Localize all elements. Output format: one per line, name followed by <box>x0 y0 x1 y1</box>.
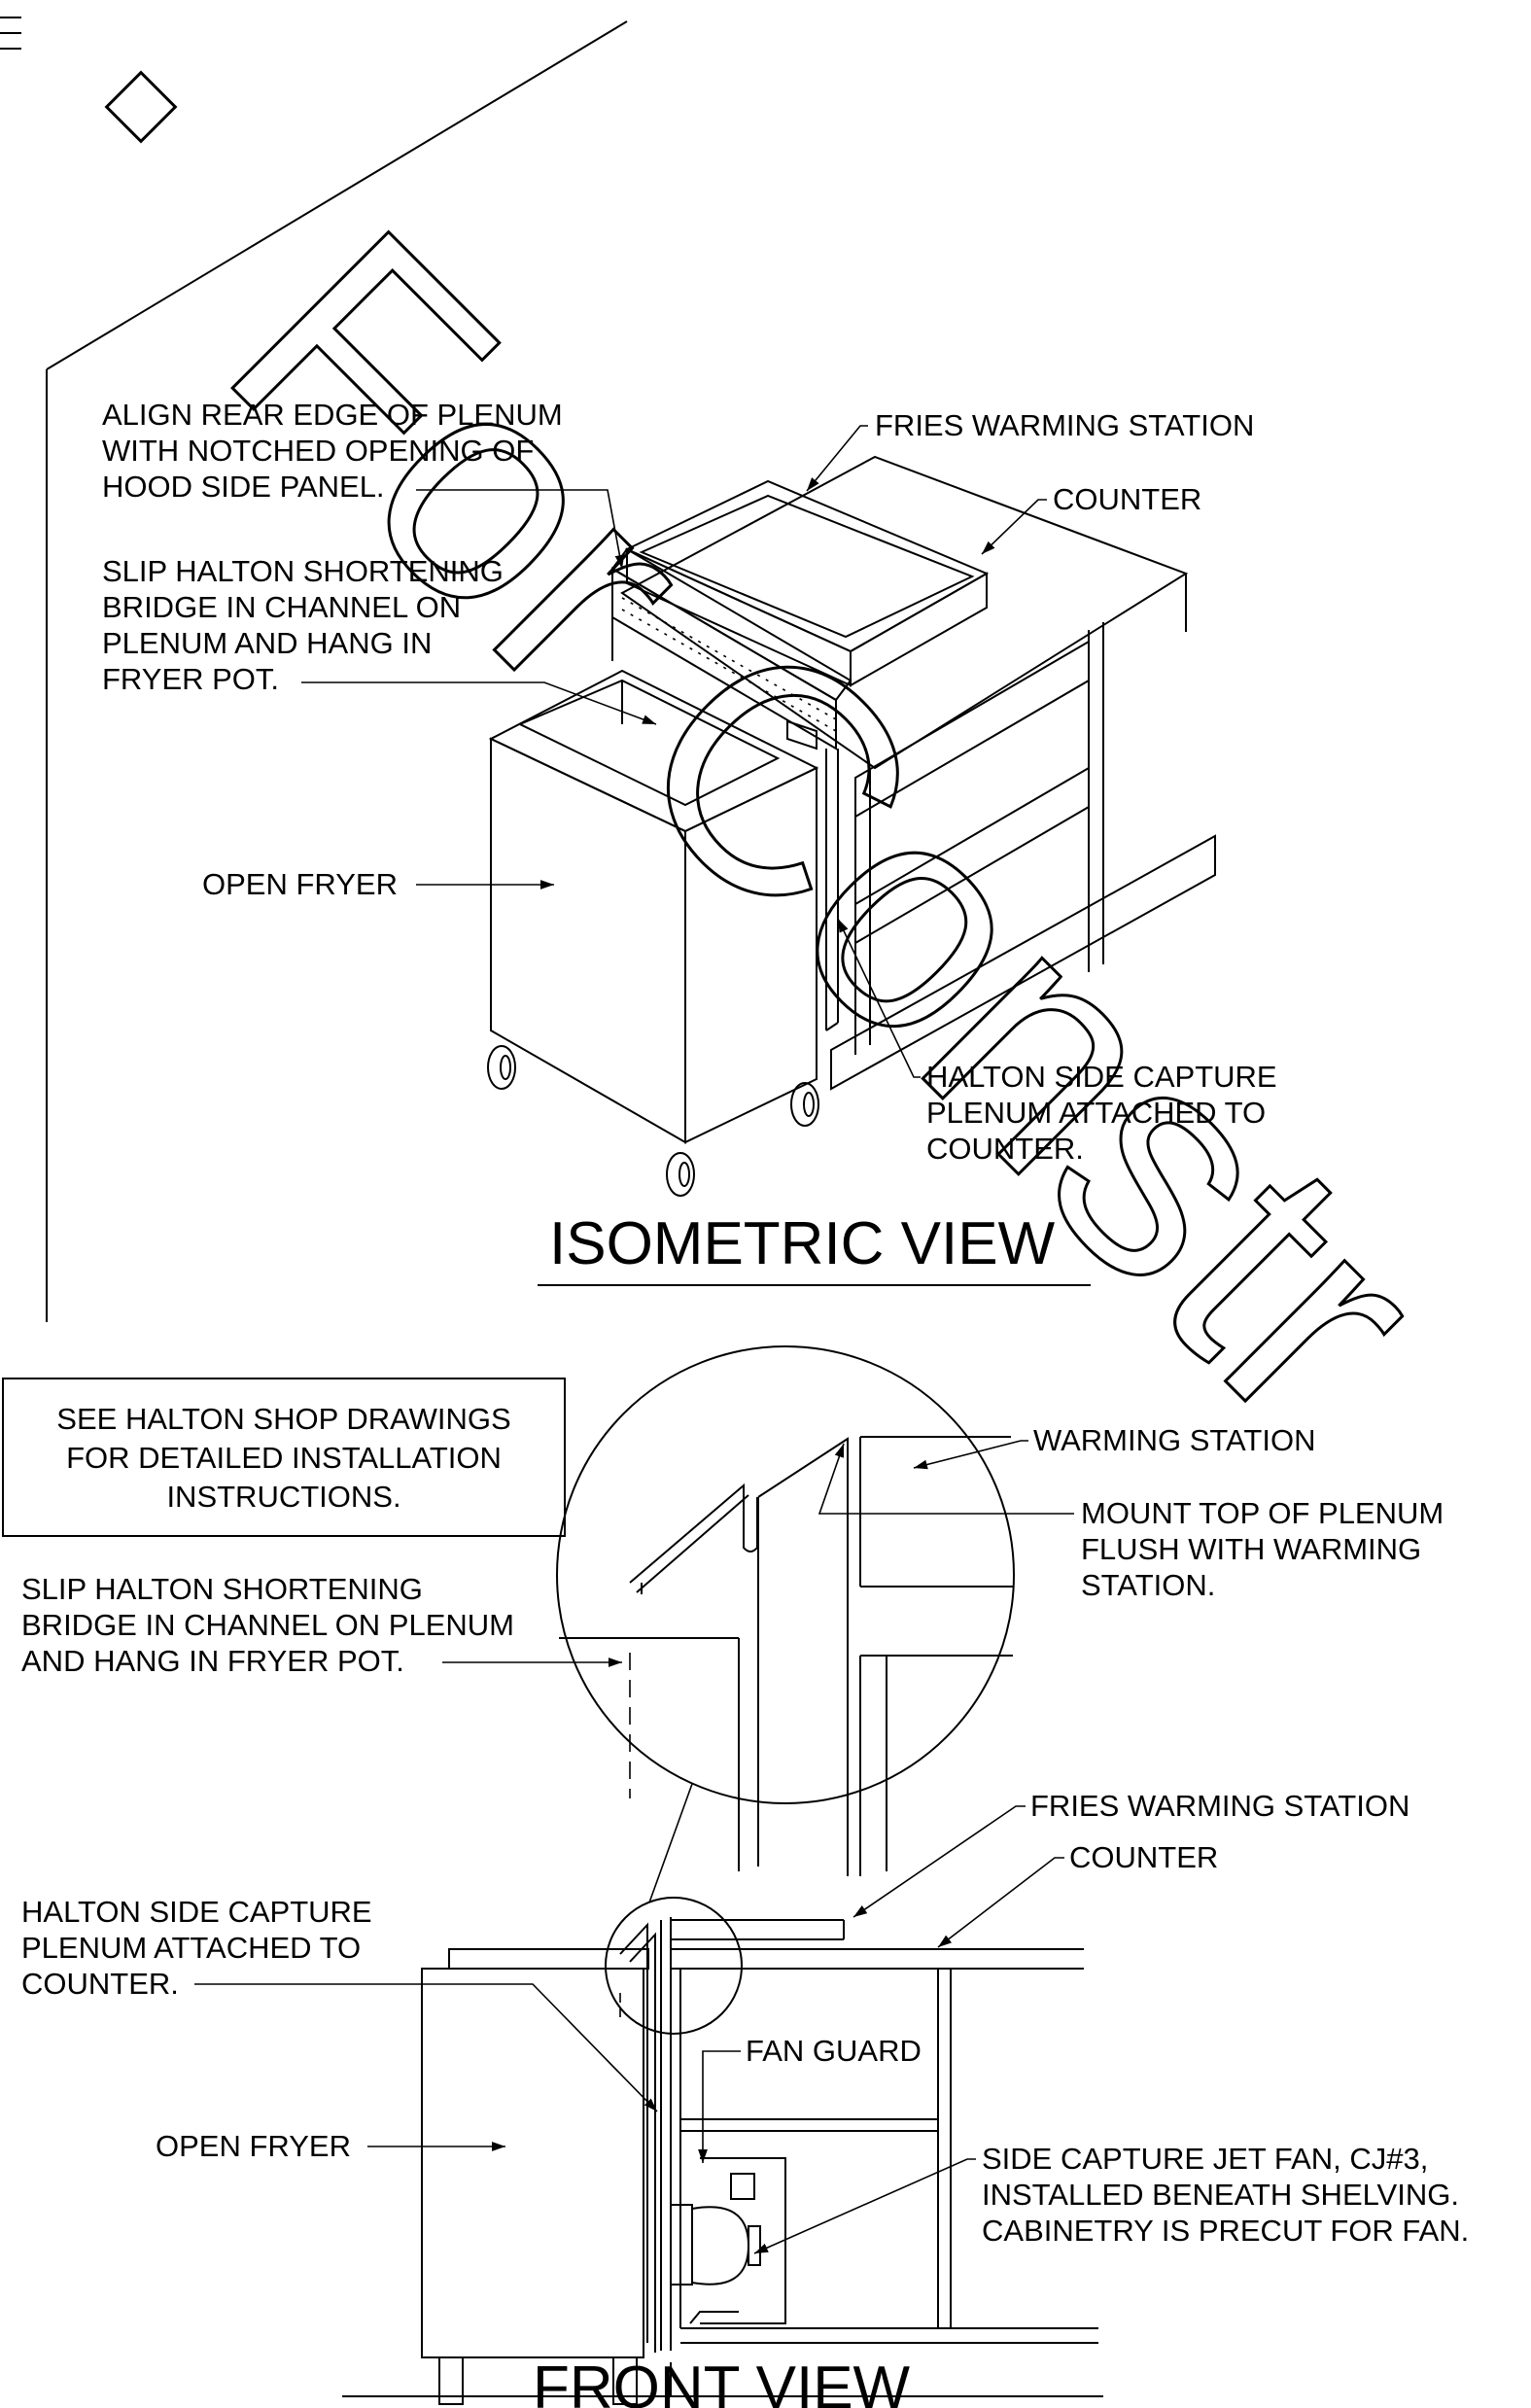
front-fries-warming-label: FRIES WARMING STATION <box>1030 1789 1409 1823</box>
iso-open-fryer-label: OPEN FRYER <box>202 867 398 901</box>
iso-align-leader <box>416 489 625 570</box>
detail-circle <box>556 1345 1015 1876</box>
front-view-title: FRONT VIEW <box>533 2355 911 2408</box>
fan-guard-leader <box>698 2050 741 2163</box>
front-slip-label-line2: BRIDGE IN CHANNEL ON PLENUM <box>21 1608 514 1642</box>
watermark-dot <box>104 70 178 144</box>
front-mount-leader <box>818 1443 1074 1515</box>
fan-label-line2: INSTALLED BENEATH SHELVING. <box>982 2178 1459 2212</box>
note-line3: INSTRUCTIONS. <box>166 1480 400 1514</box>
fan-label-line3: CABINETRY IS PRECUT FOR FAN. <box>982 2214 1469 2248</box>
iso-slip-label-line4: FRYER POT. <box>102 662 279 696</box>
iso-fries-warming-station <box>624 479 990 687</box>
hood-outline <box>0 17 628 1322</box>
fan-label-line1: SIDE CAPTURE JET FAN, CJ#3, <box>982 2142 1428 2176</box>
front-mount-label-line1: MOUNT TOP OF PLENUM <box>1081 1496 1444 1530</box>
front-fries-warming-leader <box>852 1805 1026 1918</box>
front-slip-label-line3: AND HANG IN FRYER POT. <box>21 1644 404 1678</box>
front-equipment <box>342 1897 1103 2405</box>
front-plenum-label-line1: HALTON SIDE CAPTURE <box>21 1895 372 1929</box>
installation-note-box: SEE HALTON SHOP DRAWINGS FOR DETAILED IN… <box>2 1378 566 1537</box>
iso-slip-label-line2: BRIDGE IN CHANNEL ON <box>102 590 461 624</box>
iso-counter <box>620 455 1216 1091</box>
iso-align-label-line2: WITH NOTCHED OPENING OF <box>102 434 534 468</box>
front-warming-station-label: WARMING STATION <box>1033 1423 1315 1457</box>
iso-plenum-label-line1: HALTON SIDE CAPTURE <box>926 1060 1277 1094</box>
front-slip-label-line1: SLIP HALTON SHORTENING <box>21 1572 423 1606</box>
front-warming-station-leader <box>913 1440 1028 1470</box>
fan-guard-label: FAN GUARD <box>746 2034 922 2068</box>
iso-plenum-leader <box>837 918 921 1078</box>
iso-align-label-line3: HOOD SIDE PANEL. <box>102 470 385 504</box>
note-line1: SEE HALTON SHOP DRAWINGS <box>56 1402 510 1436</box>
iso-fries-warming-leader <box>806 425 868 492</box>
iso-counter-label: COUNTER <box>1053 482 1201 516</box>
front-mount-label-line2: FLUSH WITH WARMING <box>1081 1532 1421 1566</box>
iso-open-fryer <box>487 669 819 1197</box>
iso-slip-label-line1: SLIP HALTON SHORTENING <box>102 554 504 588</box>
detail-connector-line <box>648 1783 693 1903</box>
front-mount-label-line3: STATION. <box>1081 1568 1215 1602</box>
front-labels: WARMING STATION MOUNT TOP OF PLENUM FLUS… <box>21 1423 1469 2408</box>
iso-slip-label-line3: PLENUM AND HANG IN <box>102 626 432 660</box>
fan-leader <box>753 2158 976 2254</box>
iso-counter-leader <box>981 499 1047 555</box>
iso-slip-leader <box>301 681 657 725</box>
front-counter-label: COUNTER <box>1069 1840 1218 1874</box>
iso-plenum-label-line2: PLENUM ATTACHED TO <box>926 1096 1266 1130</box>
front-counter-leader <box>937 1857 1064 1948</box>
iso-labels: ALIGN REAR EDGE OF PLENUM WITH NOTCHED O… <box>102 398 1277 1286</box>
iso-plenum-label-line3: COUNTER. <box>926 1132 1084 1166</box>
watermark: For Constr <box>166 164 1491 1489</box>
iso-align-label-line1: ALIGN REAR EDGE OF PLENUM <box>102 398 563 432</box>
front-open-fryer-label: OPEN FRYER <box>156 2129 351 2163</box>
front-plenum-leader <box>194 1983 658 2112</box>
isometric-view-title: ISOMETRIC VIEW <box>549 1210 1056 1277</box>
note-line2: FOR DETAILED INSTALLATION <box>66 1441 502 1475</box>
iso-fries-warming-label: FRIES WARMING STATION <box>875 408 1254 442</box>
front-plenum-label-line2: PLENUM ATTACHED TO <box>21 1931 361 1965</box>
front-plenum-label-line3: COUNTER. <box>21 1967 179 2001</box>
